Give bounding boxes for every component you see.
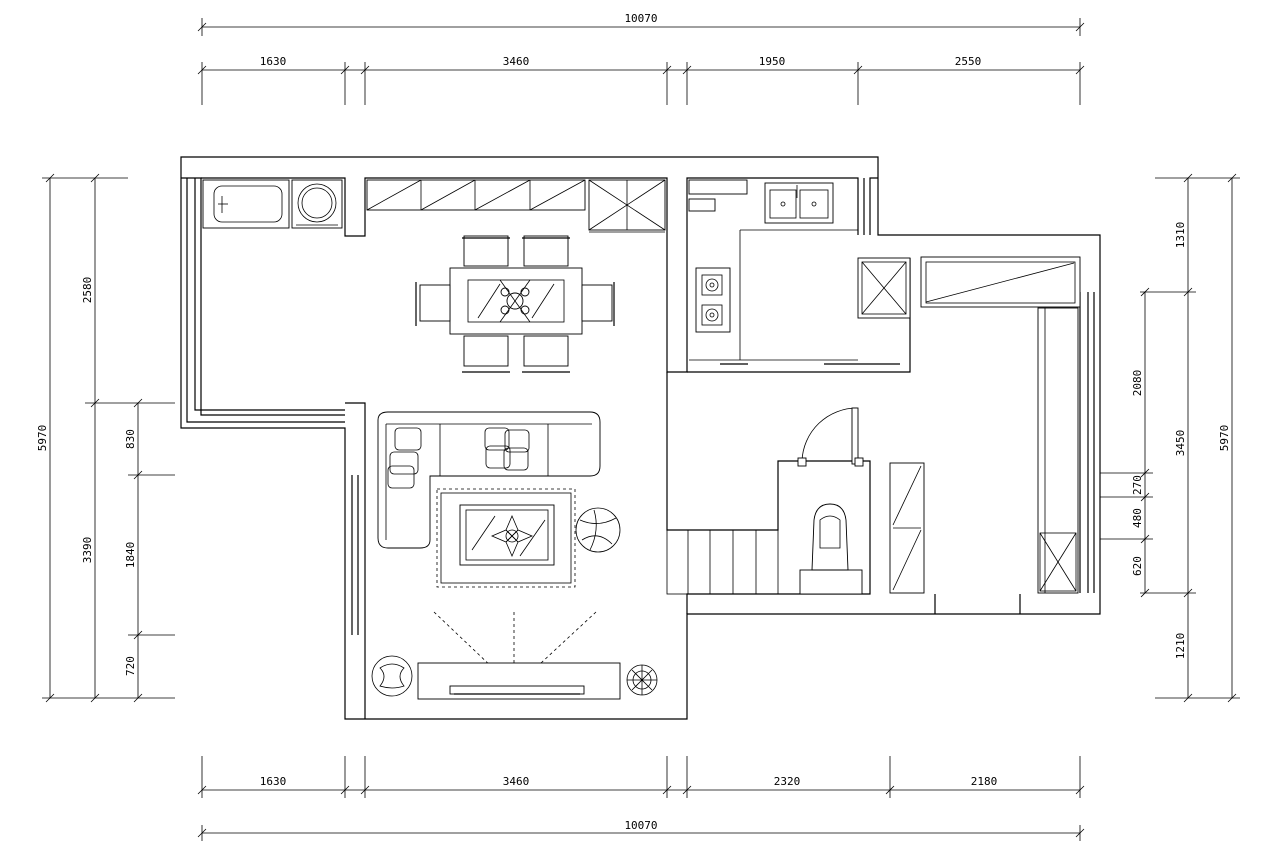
- right-dimension-middle: 3450: [1174, 430, 1187, 457]
- sofa: [377, 411, 601, 549]
- top-dimension-lines: [197, 18, 1085, 105]
- plant-left-icon: [371, 655, 413, 697]
- right-inner-dimension-1: 2080: [1131, 370, 1144, 397]
- bottom-dimension-1: 1630: [260, 775, 287, 788]
- kitchen: [688, 179, 911, 365]
- flower-centerpiece-icon: [499, 279, 531, 323]
- top-total-dimension: 10070: [624, 12, 657, 25]
- top-dimension-1: 1630: [260, 55, 287, 68]
- washing-machine: [291, 179, 343, 229]
- cushion-icons: [387, 427, 530, 489]
- tv-cabinet: [417, 611, 621, 700]
- right-room-cabinets: [889, 256, 1081, 594]
- plant-right-icon: [626, 664, 658, 696]
- kitchen-upper-cabinets: [366, 179, 666, 233]
- exterior-walls: [180, 156, 1101, 720]
- top-dimension-2: 3460: [503, 55, 530, 68]
- left-inner-dimension-3: 720: [124, 656, 137, 676]
- bottom-dimension-4: 2180: [971, 775, 998, 788]
- right-inner-dimension-4: 620: [1131, 556, 1144, 576]
- right-dimension-lines: [1100, 173, 1240, 703]
- bottom-total-dimension: 10070: [624, 819, 657, 832]
- coffee-table-rug: [436, 488, 576, 588]
- right-dimension-lower: 1210: [1174, 633, 1187, 660]
- left-dimension-upper: 2580: [81, 277, 94, 304]
- top-dimension-4: 2550: [955, 55, 982, 68]
- right-inner-dimension-3: 480: [1131, 508, 1144, 528]
- right-inner-dimension-2: 270: [1131, 475, 1144, 495]
- bottom-dimension-lines: [197, 756, 1085, 841]
- bottom-dimension-3: 2320: [774, 775, 801, 788]
- staircase: [666, 529, 779, 595]
- left-dimension-lower: 3390: [81, 537, 94, 564]
- bottom-dimension-2: 3460: [503, 775, 530, 788]
- bathroom: [202, 179, 343, 229]
- pouf-icon: [575, 507, 621, 553]
- top-dimension-3: 1950: [759, 55, 786, 68]
- left-inner-dimension-1: 830: [124, 429, 137, 449]
- right-total-dimension: 5970: [1218, 425, 1231, 452]
- dining-table-set: [415, 235, 615, 373]
- tv-icon: [449, 685, 585, 695]
- cooktop: [695, 267, 731, 333]
- left-dimension-lines: [42, 173, 175, 703]
- toilet-icon: [811, 503, 849, 571]
- bathtub: [202, 179, 290, 229]
- left-total-dimension: 5970: [36, 425, 49, 452]
- flower-rug-icon: [490, 514, 534, 558]
- left-inner-dimension-2: 1840: [124, 542, 137, 569]
- right-dimension-upper: 1310: [1174, 222, 1187, 249]
- sink: [764, 182, 834, 224]
- toilet-room: [797, 407, 864, 595]
